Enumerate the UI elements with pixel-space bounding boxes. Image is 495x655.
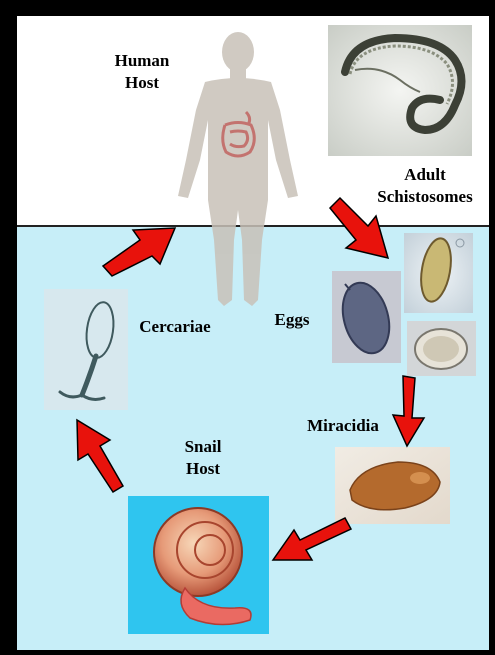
- egg-photo: [404, 233, 473, 313]
- label-human-host: Human Host: [102, 50, 182, 94]
- snail-photo: [128, 496, 269, 634]
- arrow-icon: [393, 376, 424, 446]
- label-adult-schistosomes: Adult Schistosomes: [360, 164, 490, 208]
- arrow-icon: [273, 518, 351, 560]
- human-silhouette-icon: [178, 32, 298, 306]
- label-miracidia: Miracidia: [293, 415, 393, 437]
- arrow-icon: [77, 420, 123, 492]
- label-snail-host: Snail Host: [168, 436, 238, 480]
- label-eggs: Eggs: [264, 309, 320, 331]
- cercaria-photo: [44, 289, 128, 410]
- label-cercariae: Cercariae: [128, 316, 222, 338]
- arrow-icon: [103, 228, 175, 276]
- miracidium-photo: [335, 447, 450, 524]
- egg-photo: [332, 271, 401, 363]
- egg-photo: [407, 321, 476, 376]
- adult-worm-photo: [328, 25, 472, 156]
